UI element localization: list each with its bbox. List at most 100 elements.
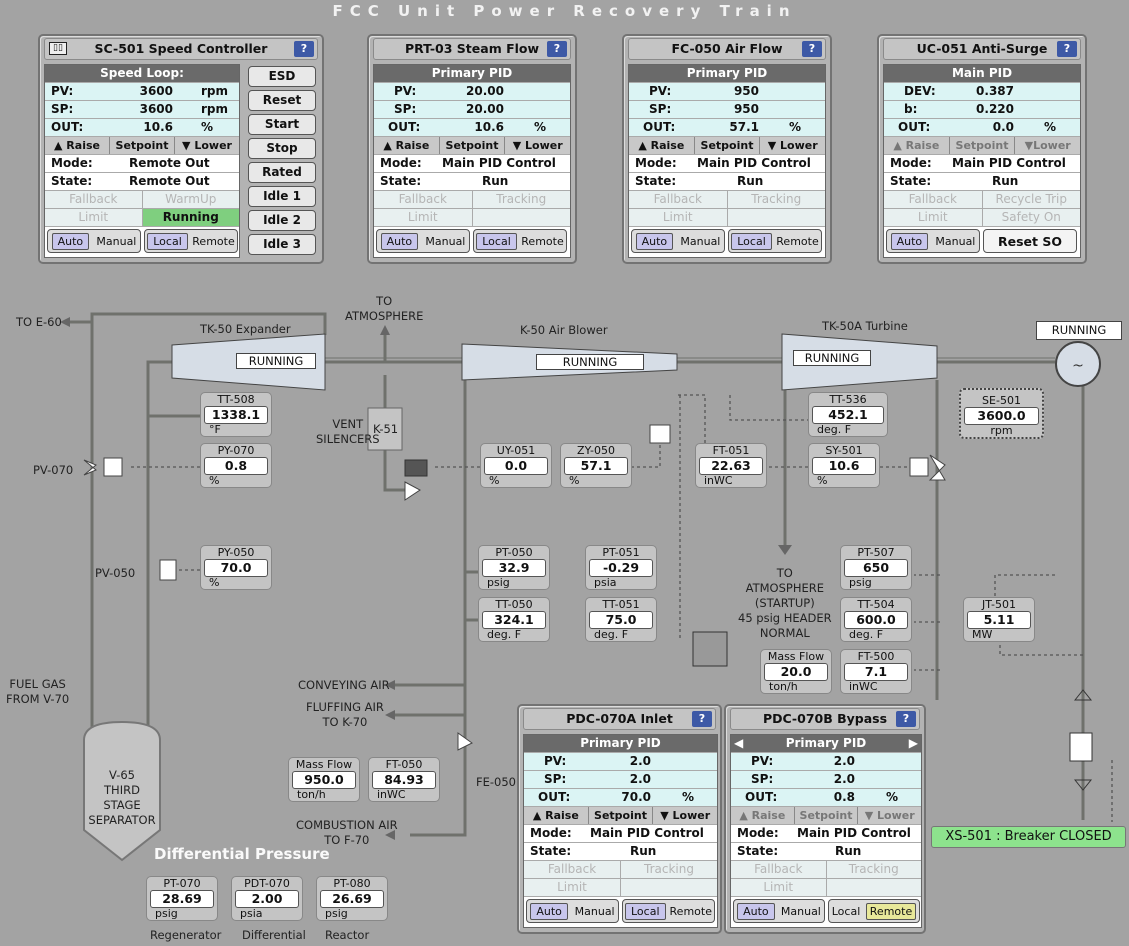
out-row[interactable]: OUT:10.6% bbox=[45, 119, 239, 137]
reset-button[interactable]: Reset bbox=[248, 90, 316, 111]
out-value[interactable]: 57.1 bbox=[729, 120, 759, 134]
out-row[interactable]: OUT:57.1% bbox=[629, 119, 825, 137]
auto-manual-toggle[interactable]: Auto Manual bbox=[886, 229, 980, 253]
remote-button[interactable]: Remote bbox=[669, 904, 712, 918]
manual-button[interactable]: Manual bbox=[680, 234, 721, 248]
raise-button[interactable]: ▲ Raise bbox=[45, 137, 110, 154]
raise-button[interactable]: ▲ Raise bbox=[524, 807, 589, 824]
auto-manual-toggle[interactable]: Auto Manual bbox=[47, 229, 141, 253]
out-value[interactable]: 10.6 bbox=[474, 120, 504, 134]
manual-button[interactable]: Manual bbox=[425, 234, 466, 248]
idle2-button[interactable]: Idle 2 bbox=[248, 210, 316, 231]
sp-value[interactable]: 2.0 bbox=[629, 772, 651, 786]
setpoint-button[interactable]: Setpoint bbox=[589, 807, 654, 824]
idle3-button[interactable]: Idle 3 bbox=[248, 234, 316, 255]
sp-value[interactable]: 20.00 bbox=[466, 102, 504, 116]
lower-button[interactable]: ▼ Lower bbox=[767, 139, 818, 152]
local-remote-toggle[interactable]: Local Remote bbox=[144, 229, 238, 253]
out-value[interactable]: 70.0 bbox=[621, 790, 651, 804]
setpoint-button[interactable]: Setpoint bbox=[795, 807, 859, 824]
auto-manual-toggle[interactable]: Auto Manual bbox=[526, 899, 619, 923]
out-row[interactable]: OUT:0.0% bbox=[884, 119, 1080, 137]
remote-button[interactable]: Remote bbox=[192, 234, 235, 248]
local-button[interactable]: Local bbox=[731, 232, 772, 250]
help-icon[interactable]: ? bbox=[802, 41, 822, 57]
stop-button[interactable]: Stop bbox=[248, 138, 316, 159]
help-icon[interactable]: ? bbox=[547, 41, 567, 57]
lower-button[interactable]: ▼ Lower bbox=[864, 809, 915, 822]
local-button[interactable]: Local bbox=[625, 902, 666, 920]
rated-button[interactable]: Rated bbox=[248, 162, 316, 183]
lower-button[interactable]: ▼ Lower bbox=[660, 809, 711, 822]
remote-button[interactable]: Remote bbox=[776, 234, 819, 248]
auto-button[interactable]: Auto bbox=[890, 232, 929, 250]
setpoint-button[interactable]: Setpoint bbox=[950, 137, 1016, 154]
next-loop-icon[interactable]: ▶ bbox=[908, 736, 918, 750]
raise-button[interactable]: ▲ Raise bbox=[731, 807, 795, 824]
manual-button[interactable]: Manual bbox=[574, 904, 615, 918]
remote-button[interactable]: Remote bbox=[521, 234, 564, 248]
setpoint-button[interactable]: Setpoint bbox=[110, 137, 175, 154]
manual-button[interactable]: Manual bbox=[780, 904, 821, 918]
out-row[interactable]: OUT:0.8% bbox=[731, 789, 921, 807]
out-row[interactable]: OUT:10.6% bbox=[374, 119, 570, 137]
raise-button[interactable]: ▲ Raise bbox=[374, 137, 440, 154]
sp-value[interactable]: 3600 bbox=[139, 102, 173, 116]
raise-button[interactable]: ▲ Raise bbox=[629, 137, 695, 154]
manual-button[interactable]: Manual bbox=[935, 234, 976, 248]
help-icon[interactable]: ? bbox=[896, 711, 916, 727]
sp-value[interactable]: 950 bbox=[733, 102, 759, 116]
auto-button[interactable]: Auto bbox=[635, 232, 674, 250]
setpoint-button[interactable]: Setpoint bbox=[440, 137, 506, 154]
help-icon[interactable]: ? bbox=[1057, 41, 1077, 57]
out-row[interactable]: OUT:70.0% bbox=[524, 789, 717, 807]
start-button[interactable]: Start bbox=[248, 114, 316, 135]
local-button[interactable]: Local bbox=[831, 904, 861, 918]
out-value[interactable]: 0.8 bbox=[833, 790, 855, 804]
local-button[interactable]: Local bbox=[476, 232, 517, 250]
local-remote-toggle[interactable]: Local Remote bbox=[728, 229, 822, 253]
lower-button[interactable]: ▼ Lower bbox=[182, 139, 232, 152]
auto-button[interactable]: Auto bbox=[51, 232, 90, 250]
book-icon[interactable]: ▯▯ bbox=[49, 42, 67, 55]
sp-row[interactable]: SP:2.0 bbox=[524, 771, 717, 789]
remote-button[interactable]: Remote bbox=[865, 902, 917, 920]
prev-loop-icon[interactable]: ◀ bbox=[734, 736, 744, 750]
auto-manual-toggle[interactable]: Auto Manual bbox=[631, 229, 725, 253]
manual-button[interactable]: Manual bbox=[96, 234, 137, 248]
esd-button[interactable]: ESD bbox=[248, 66, 316, 87]
setpoint-button[interactable]: Setpoint bbox=[695, 137, 761, 154]
auto-button[interactable]: Auto bbox=[530, 902, 568, 920]
local-remote-toggle[interactable]: Local Remote bbox=[473, 229, 567, 253]
reset-so-button[interactable]: Reset SO bbox=[983, 229, 1077, 253]
breaker-status[interactable]: XS-501 : Breaker CLOSED bbox=[931, 826, 1126, 848]
help-icon[interactable]: ? bbox=[294, 41, 314, 57]
idle1-button[interactable]: Idle 1 bbox=[248, 186, 316, 207]
raise-button[interactable]: ▲ Raise bbox=[884, 137, 950, 154]
sp-value[interactable]: 2.0 bbox=[833, 772, 855, 786]
local-button[interactable]: Local bbox=[147, 232, 188, 250]
